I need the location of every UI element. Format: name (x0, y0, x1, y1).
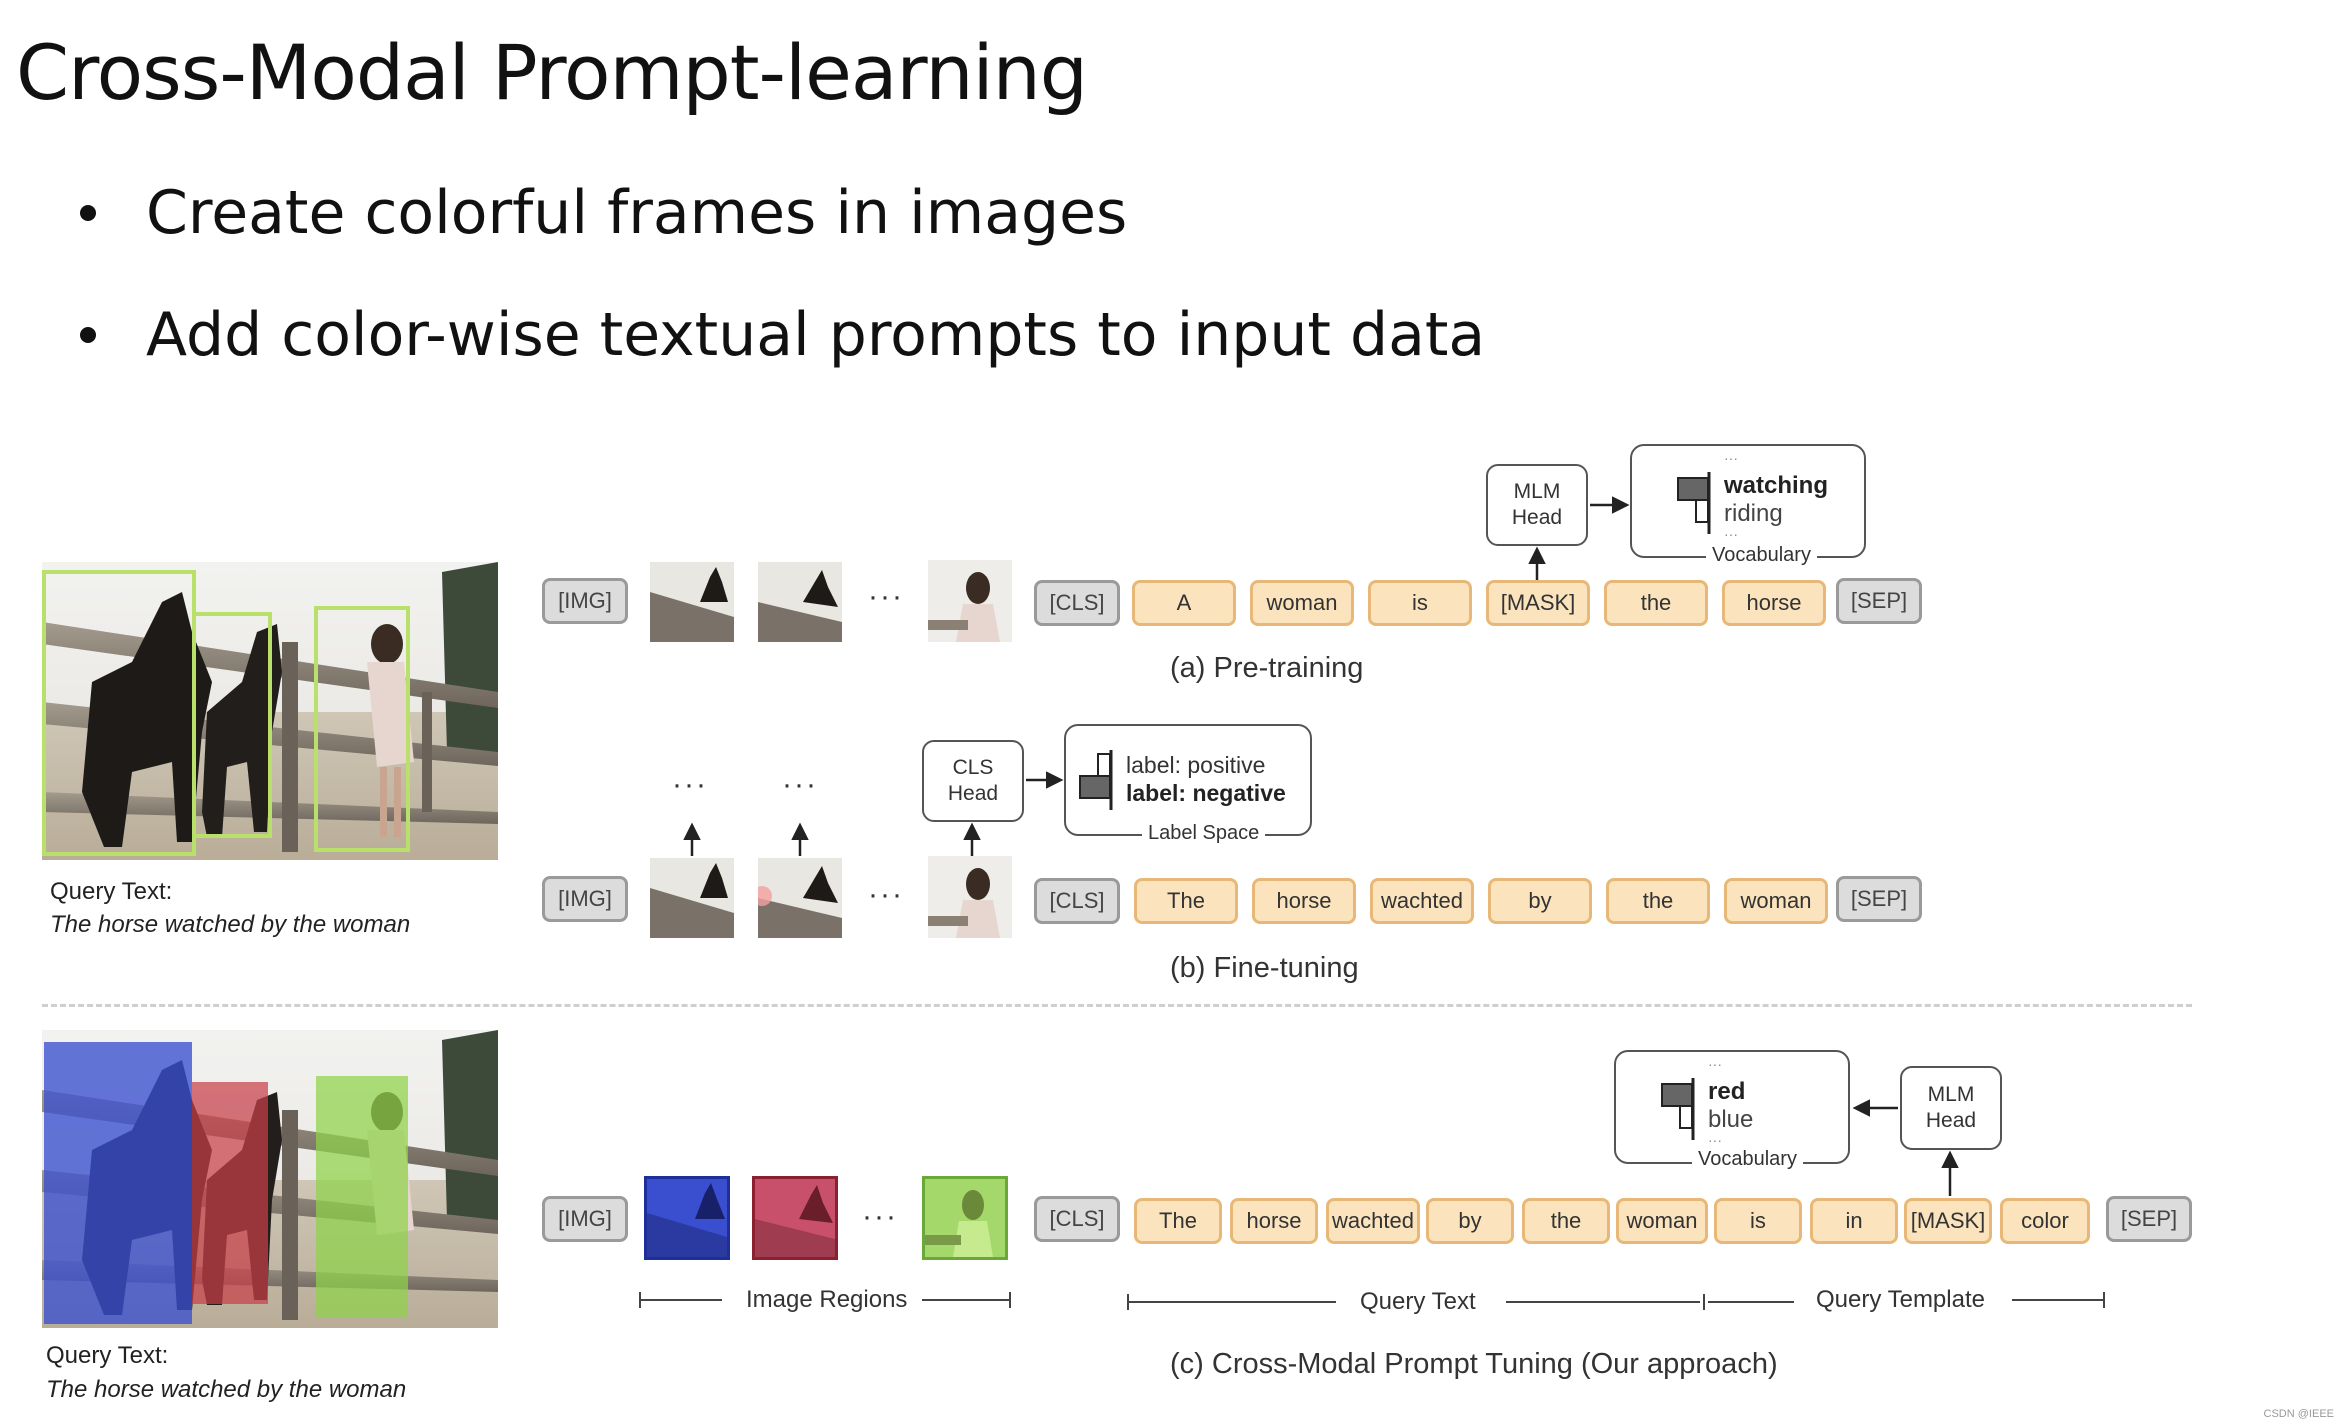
text-token: in (1810, 1198, 1898, 1244)
query-template-label: Query Template (1806, 1286, 1995, 1314)
vocab-word-top: red (1708, 1078, 1746, 1105)
text-token: horse (1252, 878, 1356, 924)
mask-token: [MASK] (1486, 580, 1590, 626)
sep-token: [SEP] (1836, 578, 1922, 624)
text-token: the (1606, 878, 1710, 924)
horse-region-thumbnail (650, 858, 734, 938)
text-token: woman (1724, 878, 1828, 924)
green-region-thumbnail (922, 1176, 1008, 1260)
slide-title: Cross-Modal Prompt-learning (16, 28, 1088, 117)
query-label: Query Text: (46, 1342, 169, 1369)
caption-c: (c) Cross-Modal Prompt Tuning (Our appro… (1170, 1348, 1778, 1380)
caption-a: (a) Pre-training (1170, 652, 1364, 684)
label-space-label: Label Space (1142, 822, 1266, 845)
text-token: the (1522, 1198, 1610, 1244)
vocabulary-box: ··· watching riding ··· (1630, 444, 1866, 558)
caption-b: (b) Fine-tuning (1170, 952, 1359, 984)
img-token: [IMG] (542, 876, 628, 922)
horse-woman-photo-boxed (42, 562, 498, 860)
bullet-dot-icon (80, 205, 96, 221)
query-text: The horse watched by the woman (50, 911, 411, 938)
img-token: [IMG] (542, 578, 628, 624)
text-token: woman (1250, 580, 1354, 626)
text-token: is (1714, 1198, 1802, 1244)
text-token: horse (1230, 1198, 1318, 1244)
cls-token: [CLS] (1034, 1196, 1120, 1242)
bullet-item: Create colorful frames in images (80, 178, 1127, 248)
bar-chart-icon (1677, 472, 1711, 534)
query-label: Query Text: (50, 878, 173, 905)
query-text-label: Query Text (1350, 1288, 1486, 1316)
vocab-word-bottom: blue (1708, 1106, 1754, 1133)
ellipsis: ··· (782, 768, 818, 801)
text-token: is (1368, 580, 1472, 626)
woman-region-thumbnail (928, 856, 1012, 938)
mlm-head: MLM Head (1486, 464, 1588, 546)
label-positive: label: positive (1126, 752, 1266, 778)
label-negative: label: negative (1126, 780, 1286, 806)
horse-region-thumbnail (758, 858, 842, 938)
text-token: The (1134, 1198, 1222, 1244)
img-token: [IMG] (542, 1196, 628, 1242)
head-label: Head (947, 782, 999, 805)
ellipsis: ··· (868, 878, 904, 911)
red-region-thumbnail (752, 1176, 838, 1260)
bullet-text: Add color-wise textual prompts to input … (146, 300, 1486, 370)
text-token: woman (1616, 1198, 1708, 1244)
vocabulary-label: Vocabulary (1706, 544, 1817, 567)
horse-region-thumbnail (758, 562, 842, 642)
text-token: wachted (1326, 1198, 1420, 1244)
sep-token: [SEP] (1836, 876, 1922, 922)
bar-chart-icon (1661, 1078, 1695, 1140)
text-token: color (2000, 1198, 2090, 1244)
mlm-head: MLM Head (1900, 1066, 2002, 1150)
blue-region-thumbnail (644, 1176, 730, 1260)
text-token: by (1488, 878, 1592, 924)
text-token: The (1134, 878, 1238, 924)
bullet-item: Add color-wise textual prompts to input … (80, 300, 1485, 370)
ellipsis: ··· (862, 1200, 898, 1233)
vocab-word-bottom: riding (1724, 500, 1783, 527)
image-regions-label: Image Regions (736, 1286, 918, 1314)
vocab-word-top: watching (1724, 472, 1829, 499)
watermark: CSDN @IEEE (2263, 1408, 2334, 1420)
sep-token: [SEP] (2106, 1196, 2192, 1242)
text-token: A (1132, 580, 1236, 626)
ellipsis: ··· (672, 768, 708, 801)
mask-token: [MASK] (1904, 1198, 1992, 1244)
label-space-box: label: positive label: negative (1064, 724, 1312, 836)
bullet-dot-icon (80, 327, 96, 343)
text-token: horse (1722, 580, 1826, 626)
section-divider (42, 1004, 2192, 1007)
horse-woman-photo-colored (42, 1030, 498, 1328)
bullet-text: Create colorful frames in images (146, 178, 1128, 248)
head-label: Head (1925, 1109, 1977, 1132)
cls-token: [CLS] (1034, 878, 1120, 924)
head-label: MLM (1513, 480, 1561, 503)
head-label: MLM (1927, 1083, 1975, 1106)
woman-region-thumbnail (928, 560, 1012, 642)
text-token: the (1604, 580, 1708, 626)
head-label: Head (1511, 506, 1563, 529)
cls-token: [CLS] (1034, 580, 1120, 626)
bar-chart-icon (1079, 750, 1113, 810)
text-token: by (1426, 1198, 1514, 1244)
ellipsis: ··· (868, 580, 904, 613)
head-label: CLS (952, 756, 994, 779)
horse-region-thumbnail (650, 562, 734, 642)
cls-head: CLS Head (922, 740, 1024, 822)
query-text: The horse watched by the woman (46, 1376, 407, 1403)
vocabulary-label: Vocabulary (1692, 1148, 1803, 1171)
text-token: wachted (1370, 878, 1474, 924)
